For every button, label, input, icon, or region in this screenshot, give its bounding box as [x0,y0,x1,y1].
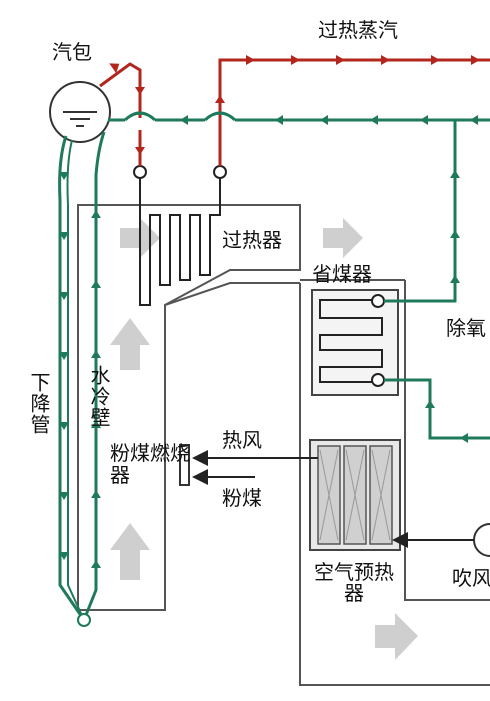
up-arrow [110,523,150,580]
water-wall-label: 水冷壁 [87,365,111,428]
right-arrow [323,218,363,258]
economizer-inlet-node [371,373,385,387]
up-arrow [110,318,150,370]
crossover-bump-1 [123,111,157,122]
water-flow-arrows [59,115,478,568]
superheater-inlet-node [133,165,147,179]
drum-water-level-icon [63,111,97,127]
back-pass-wall [299,205,490,686]
drum-label: 汽包 [52,40,92,64]
economizer-feed-line [384,120,457,303]
right-arrow [375,613,418,660]
economizer-label: 省煤器 [312,262,372,286]
blower-fan [473,523,490,557]
furnace-inner-wall [164,282,300,306]
superheated-steam-label: 过热蒸汽 [318,18,398,42]
superheater-label: 过热器 [222,228,282,252]
downcomer-pipe-2 [66,139,85,621]
superheater-outlet-node [213,165,227,179]
downcomer-label: 下降管 [27,372,51,435]
deaerator-label: 除氧 [446,316,486,340]
burner-label: 粉煤燃烧器 [110,441,190,487]
steam-flow-arrows [109,55,480,155]
header-node [77,613,91,627]
water-wall-riser [82,131,106,621]
burner-nozzle [179,444,190,486]
economizer-coil [319,299,383,383]
pulverized-coal-label: 粉煤 [222,486,262,510]
hot-air-label: 热风 [222,428,262,452]
downcomer-pipe [58,135,86,621]
air-preheater-label: 空气预热器 [314,560,394,605]
superheated-steam-line [218,58,490,166]
economizer-outlet-node [371,294,385,308]
economizer-inlet-line [384,378,490,440]
superheater-coil [139,175,221,306]
crossover-bump-2 [203,111,237,122]
blower-label: 吹风 [452,566,490,590]
